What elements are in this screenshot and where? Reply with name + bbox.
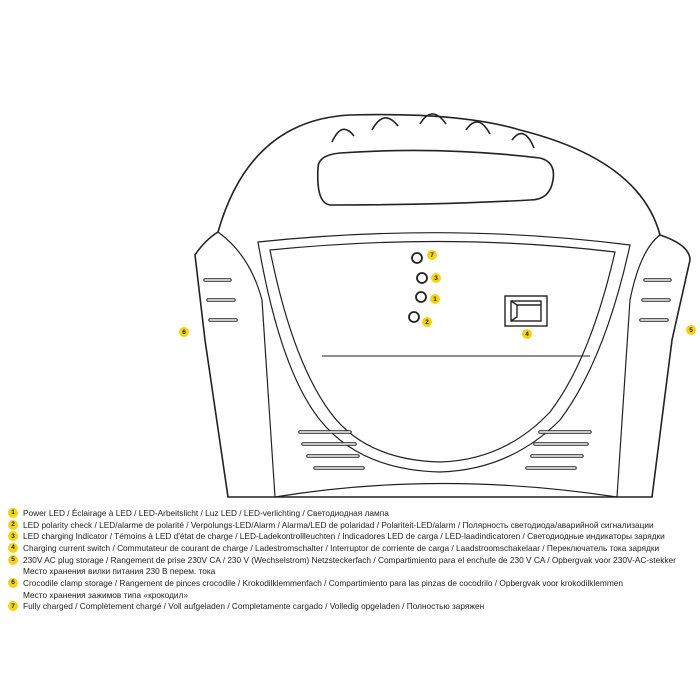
legend-text: Power LED / Éclairage à LED / LED-Arbeit… (23, 507, 389, 518)
legend-badge: 1 (8, 507, 18, 518)
led-power (415, 291, 427, 303)
legend-item-continued: Место хранения зажимов типа «крокодил» (8, 589, 698, 601)
legend-text: Crocodile clamp storage / Rangement de p… (23, 577, 623, 588)
callout-2: 2 (422, 317, 432, 327)
legend-item: 5 230V AC plug storage / Rangement de pri… (8, 554, 698, 566)
led-charging (416, 272, 428, 284)
legend-text: Charging current switch / Commutateur de… (23, 542, 660, 553)
legend-badge: 2 (8, 519, 18, 530)
legend-badge: 7 (8, 601, 18, 612)
legend-item: 1 Power LED / Éclairage à LED / LED-Arbei… (8, 507, 698, 519)
legend-text: 230V AC plug storage / Rangement de pris… (23, 554, 676, 565)
legend-item: 4 Charging current switch / Commutateur d… (8, 542, 698, 554)
led-fully-charged (411, 252, 423, 264)
legend-badge: 4 (8, 542, 18, 553)
callout-1: 1 (430, 294, 440, 304)
legend-text: Место хранения зажимов типа «крокодил» (23, 589, 189, 600)
legend-badge: 6 (8, 577, 18, 588)
charging-current-switch (504, 295, 548, 327)
legend-text: Fully charged / Complètement chargé / Vo… (23, 601, 485, 612)
legend: 1 Power LED / Éclairage à LED / LED-Arbei… (8, 507, 698, 612)
charger-diagram (194, 113, 691, 498)
legend-text: LED polarity check / LED/alarme de polar… (23, 519, 654, 530)
legend-item: 7 Fully charged / Complètement chargé / V… (8, 601, 698, 613)
legend-item: 2 LED polarity check / LED/alarme de pola… (8, 519, 698, 531)
callout-3: 3 (431, 273, 441, 283)
callout-5: 5 (686, 325, 696, 335)
legend-text: Место хранения вилки питания 230 В перем… (23, 566, 216, 577)
legend-item-continued: Место хранения вилки питания 230 В перем… (8, 565, 698, 577)
legend-badge: 3 (8, 531, 18, 542)
legend-text: LED charging Indicator / Témoins à LED d… (23, 531, 665, 542)
legend-item: 6 Crocodile clamp storage / Rangement de … (8, 577, 698, 589)
legend-item: 3 LED charging Indicator / Témoins à LED … (8, 530, 698, 542)
led-indicators (408, 252, 428, 323)
callout-6: 6 (179, 327, 189, 337)
led-polarity (408, 311, 420, 323)
charger-body (194, 113, 691, 498)
callout-7: 7 (427, 250, 437, 260)
callout-4: 4 (522, 329, 532, 339)
legend-badge: 5 (8, 554, 18, 565)
